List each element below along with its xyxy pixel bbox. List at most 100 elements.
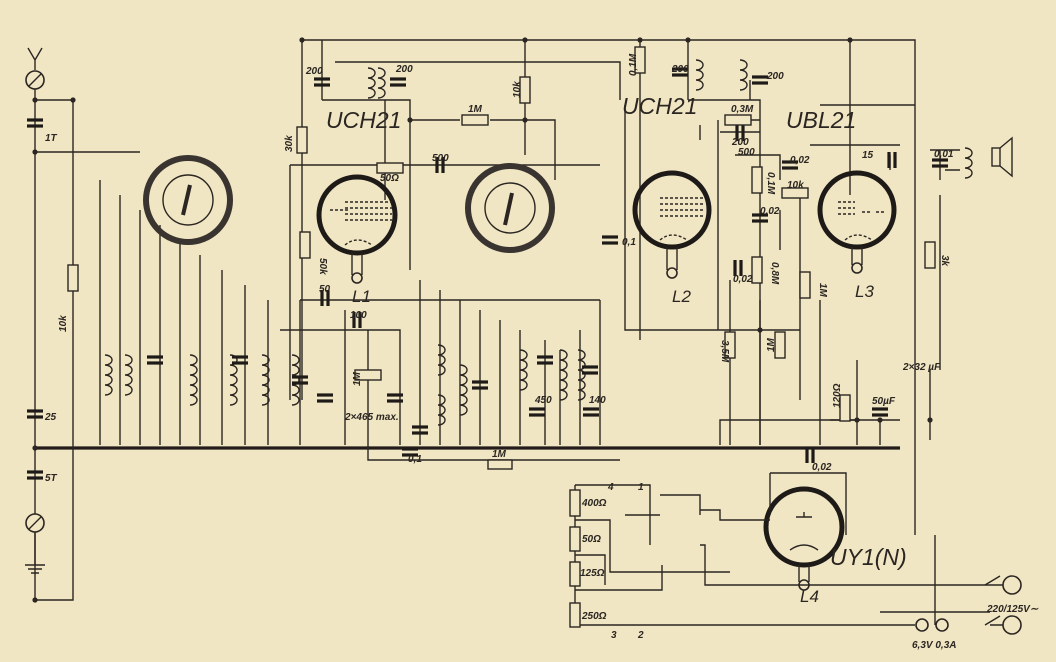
label-gang: 2×465 max. [344,412,399,423]
label-1m-a: 1M [817,283,828,298]
tube-l1 [316,174,398,284]
label-3-5m: 3,5M [719,340,730,363]
label-if2-200a: 200 [671,64,689,75]
junction-dot [32,97,38,103]
resistor-icon [799,271,811,299]
label-0-1m-audio: 0,1M [765,172,776,195]
coil-icon [459,364,468,416]
coil-icon [104,354,113,396]
resistor-icon [724,331,736,359]
junction-dot [32,597,38,603]
labels: UCH21 UCH21 UBL21 UY1(N) L1 L2 L3 L4 1T … [44,53,1039,651]
label-tap-2: 2 [637,630,644,641]
junction-dot [637,37,643,43]
coil-icon [437,344,446,376]
resistor-icon [296,126,308,154]
label-tap-4: 4 [607,482,614,493]
junction-dot [70,97,76,103]
label-0-02-rect: 0,02 [812,462,832,473]
label-450: 450 [534,395,552,406]
label-0-1m-if: 0,1M [628,53,639,76]
label-250ohm: 250Ω [581,611,607,622]
label-10k-grid: 10k [787,180,804,191]
junction-dot [32,149,38,155]
label-0-02b: 0,02 [760,206,780,217]
resistor-icon [376,162,404,174]
label-1m-agc: 1M [492,449,507,460]
label-1m-top: 1M [468,104,483,115]
resistor-icon [519,76,531,104]
coil-icon [229,354,238,406]
speaker-icon [991,136,1013,178]
coil-icon [124,354,133,396]
tube-l2 [632,170,712,279]
label-140: 140 [589,395,606,406]
label-50: 50 [319,284,331,295]
label-if1-200a: 200 [305,66,323,77]
coil-icon [437,394,446,426]
junction-dot [522,37,528,43]
label-1t: 1T [45,133,58,144]
label-0-02a: 0,02 [790,155,810,166]
label-15: 15 [862,150,874,161]
coil-icon [559,349,568,401]
coil-icon [695,59,704,91]
label-30k: 30k [284,135,295,152]
tube-type-rectifier: UY1(N) [830,544,907,570]
resistor-icon [751,256,763,284]
junction-dot [877,417,883,423]
coil-icon [964,147,973,179]
coil-icon [261,354,270,406]
resistor-icon [781,187,809,199]
resistor-icon [354,369,382,381]
label-10k-ant: 10k [58,315,69,332]
label-50ohm: 50Ω [380,173,399,184]
tube-ref-l3: L3 [855,282,874,301]
wave-switch-1 [143,155,233,245]
label-1m-b: 1M [766,337,777,352]
tube-ref-l1: L1 [352,287,371,306]
junction-dot [847,37,853,43]
label-120ohm: 120Ω [832,383,843,408]
resistor-icon [461,114,489,126]
junction-dot [757,327,763,333]
coil-icon [519,349,528,391]
label-25: 25 [44,412,57,423]
label-100: 100 [350,310,367,321]
resistor-icon [839,394,851,422]
junction-dot [32,445,38,451]
label-0-8m: 0,8M [769,262,780,285]
label-50ohm-ps: 50Ω [582,534,601,545]
coil-icon [291,354,300,406]
coil-icon [367,67,376,99]
label-if2-200b: 200 [766,71,784,82]
label-10k: 10k [512,81,523,98]
label-125ohm: 125Ω [580,568,605,579]
label-0-1: 0,1 [622,237,636,248]
label-0-3m: 0,3M [731,104,754,115]
label-mains: 220/125V∼ [986,604,1039,615]
label-500-det: 500 [738,147,755,158]
label-50k: 50k [317,258,328,275]
label-400ohm: 400Ω [581,498,607,509]
label-500: 500 [432,153,449,164]
junction-dot [522,117,528,123]
label-0-02c: 0,02 [733,274,753,285]
label-if1-200b: 200 [395,64,413,75]
coil-icon [377,67,386,99]
label-pilot-lamps: 6,3V 0,3A [912,640,956,651]
junction-dot [927,417,933,423]
tube-l3 [817,170,897,274]
label-0-1-bypass: 0,1 [408,454,422,465]
label-1m-grid: 1M [352,371,363,386]
tube-type-output: UBL21 [786,107,856,133]
coil-icon [189,354,198,406]
label-5t: 5T [45,473,58,484]
antenna-input [25,47,140,601]
label-3k: 3k [939,255,950,267]
resistor-icon [751,166,763,194]
resistor-icon [924,241,936,269]
junction-dot [407,117,413,123]
label-tap-3: 3 [611,630,617,641]
